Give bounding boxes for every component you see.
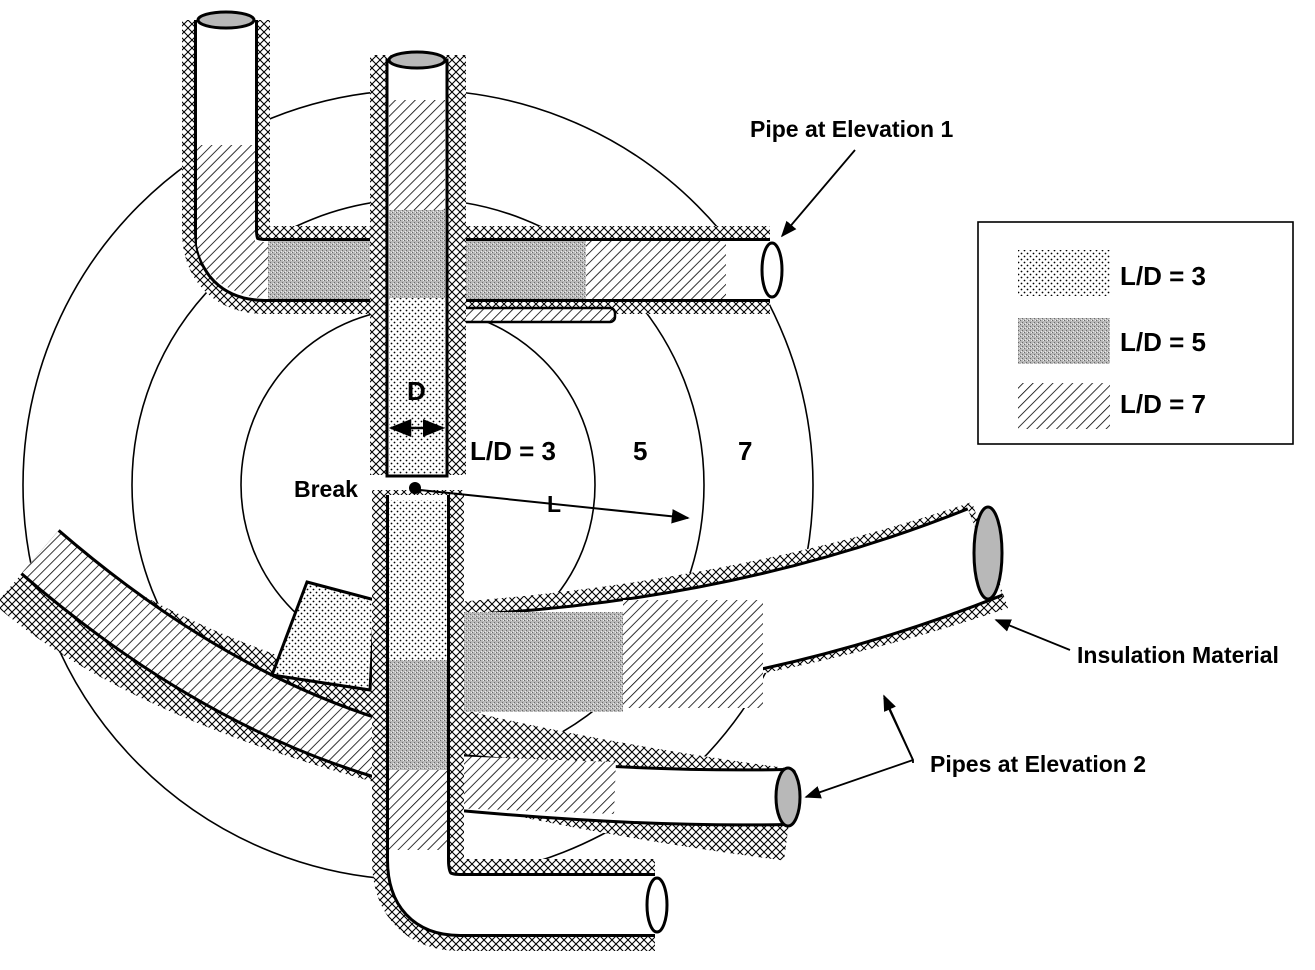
legend-label-ld3: L/D = 3 (1120, 261, 1206, 291)
legend-swatch-diagonal-hatch (1018, 383, 1110, 429)
break-label: Break (294, 476, 358, 502)
length-arrow (419, 489, 690, 524)
ratio-5-label: 5 (633, 436, 647, 466)
legend: L/D = 3 L/D = 5 L/D = 7 (977, 221, 1294, 445)
pipe-elevation-1 (182, 10, 784, 324)
legend-swatch-dense-dots (1018, 318, 1110, 364)
callouts: Pipe at Elevation 1 Insulation Material … (750, 116, 1279, 799)
pipes-elevation-2 (0, 501, 1009, 861)
pipes-elevation-2-arrow-lower (804, 759, 914, 799)
diameter-label: D (407, 376, 426, 406)
figure-labels: D L/D = 3 5 7 Break L (294, 376, 752, 517)
insulation-arrow (994, 619, 1071, 651)
pipes-elevation-2-arrow-upper (883, 694, 914, 761)
pipe-elevation-1-arrow (780, 149, 856, 238)
pipe-elevation-1-label: Pipe at Elevation 1 (750, 116, 953, 142)
legend-label-ld7: L/D = 7 (1120, 389, 1206, 419)
legend-item-ld7: L/D = 7 (1018, 383, 1206, 429)
break-point (409, 482, 421, 494)
legend-item-ld5: L/D = 5 (1018, 318, 1206, 364)
legend-swatch-sparse-dots (1018, 250, 1110, 296)
legend-label-ld5: L/D = 5 (1120, 327, 1206, 357)
dimension-markers (388, 419, 690, 524)
ratio-3-label: L/D = 3 (470, 436, 556, 466)
pipes-elevation-2-label: Pipes at Elevation 2 (930, 751, 1146, 777)
vertical-pipe (370, 50, 669, 951)
ratio-7-label: 7 (738, 436, 752, 466)
length-label: L (547, 491, 561, 517)
insulation-material-label: Insulation Material (1077, 642, 1279, 668)
legend-item-ld3: L/D = 3 (1018, 250, 1206, 296)
